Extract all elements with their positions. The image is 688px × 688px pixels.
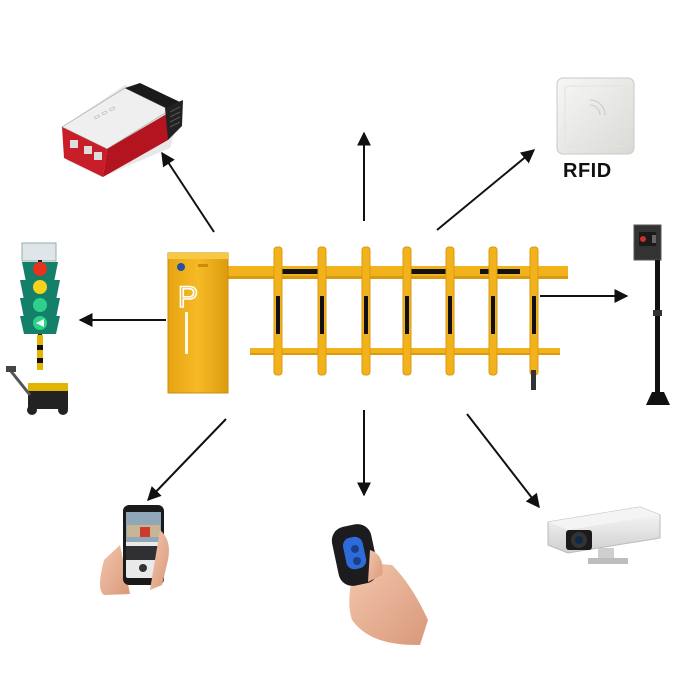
controller-box-icon: ▭ ▭ ▭: [60, 83, 183, 177]
smartphone-app-icon: [100, 505, 169, 595]
rfid-label: RFID: [563, 160, 612, 182]
arrow-to-controller: [161, 151, 215, 233]
license-plate-camera-icon: [633, 224, 670, 405]
arrow-to-rfid: [436, 149, 536, 231]
remote-control-icon: [331, 524, 428, 646]
rfid-reader-icon: [556, 77, 635, 155]
barrier-letter: P: [178, 281, 198, 314]
arrow-to-surveillance-camera: [466, 413, 540, 509]
connection-arrows: [78, 131, 629, 509]
traffic-light-icon: [6, 242, 68, 415]
barrier-gate-icon: P: [167, 246, 568, 394]
surveillance-camera-icon: [547, 506, 661, 564]
arrow-to-smartphone: [147, 418, 227, 502]
